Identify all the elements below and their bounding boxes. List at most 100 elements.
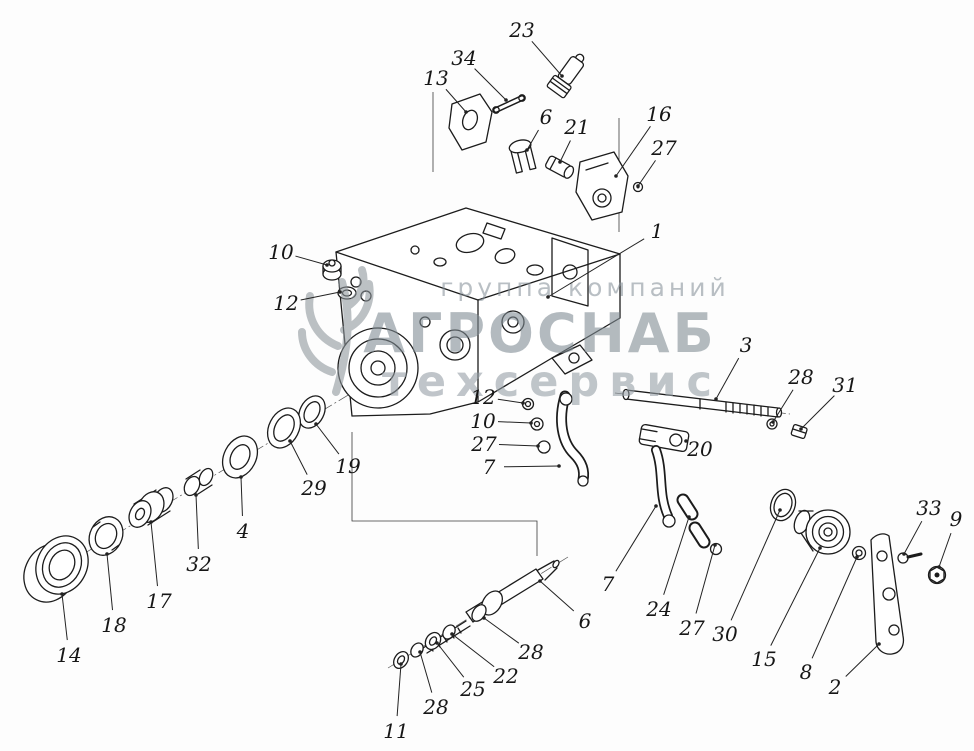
- callout-label: 27: [650, 136, 677, 160]
- callout-leader-dot: [288, 439, 292, 443]
- callout-label: 31: [832, 373, 857, 397]
- part-28-washer-r: [766, 418, 778, 430]
- callout-leader-line: [195, 494, 199, 550]
- part-32-valve: [183, 467, 214, 497]
- part-22-ring: [442, 624, 456, 640]
- callout-label: 27: [470, 432, 497, 456]
- callout-leader-line: [498, 444, 539, 447]
- callout-label: 10: [268, 240, 294, 264]
- part-33-screw: [897, 552, 923, 564]
- part-31-nut: [790, 424, 808, 440]
- callout-leader-line: [483, 617, 520, 644]
- callout-leader-dot: [558, 160, 562, 164]
- part-16-bracket: [575, 151, 629, 221]
- callout-leader-line: [637, 160, 656, 187]
- callout-leader-line: [61, 593, 68, 641]
- callout-leader-line: [526, 129, 539, 151]
- callout-leader-line: [497, 421, 532, 424]
- callout-leader-dot: [557, 464, 561, 468]
- part-2-plate: [870, 533, 905, 655]
- callout-label: 16: [646, 102, 672, 126]
- callout-leader-dot: [60, 592, 64, 596]
- callout-label: 23: [508, 18, 534, 42]
- callout-leader-dot: [482, 616, 486, 620]
- callout-leader-line: [811, 556, 858, 659]
- callout-label: 13: [423, 66, 448, 90]
- callout-leader-line: [531, 40, 563, 77]
- part-18-nut: [88, 516, 124, 556]
- callout-label: 27: [678, 616, 705, 640]
- callout-label: 12: [470, 385, 495, 409]
- callout-label: 3: [740, 333, 753, 357]
- callout-label: 28: [517, 640, 543, 664]
- callout-leader-dot: [525, 148, 529, 152]
- callout-leader-line: [436, 642, 465, 678]
- callout-label: 4: [236, 519, 250, 543]
- callout-label: 8: [800, 660, 813, 684]
- callout-leader-dot: [713, 543, 717, 547]
- callout-leader-line: [503, 465, 560, 468]
- part-6-shaft: [422, 559, 560, 654]
- callout-leader-dot: [399, 662, 403, 666]
- callout-label: 2: [828, 675, 842, 699]
- callout-leader-dot: [536, 444, 540, 448]
- callout-label: 24: [645, 597, 671, 621]
- callout-leader-line: [497, 398, 524, 404]
- part-23-valve: [546, 53, 585, 99]
- callout-leader-dot: [338, 290, 342, 294]
- callout-leader-dot: [654, 504, 658, 508]
- watermark: группа компаний АГРОСНАБ техсервис: [298, 266, 730, 407]
- pump-body: [335, 207, 621, 417]
- callout-leader-line: [240, 476, 243, 517]
- part-3-rod: [622, 388, 783, 418]
- callout-leader-line: [770, 547, 821, 646]
- callout-label: 1: [651, 219, 664, 243]
- callout-label: 28: [787, 365, 813, 389]
- callout-leader-line: [295, 255, 328, 266]
- callout-leader-dot: [614, 174, 618, 178]
- callout-leader-dot: [937, 565, 941, 569]
- callout-leader-dot: [239, 475, 243, 479]
- callout-label: 12: [273, 291, 298, 315]
- callout-leader-line: [615, 126, 651, 177]
- part-7-lever-2: [651, 445, 676, 528]
- callout-label: 10: [470, 409, 496, 433]
- callout-leader-line: [800, 395, 835, 430]
- callout-label: 17: [146, 589, 172, 613]
- callout-leader-line: [445, 88, 467, 113]
- callout-label: 20: [686, 437, 713, 461]
- callout-label: 22: [492, 664, 518, 688]
- callout-leader-line: [938, 532, 952, 568]
- callout-label: 11: [383, 719, 408, 743]
- part-14-cap: [23, 535, 89, 603]
- callout-leader-dot: [314, 422, 318, 426]
- watermark-line3: техсервис: [382, 357, 722, 407]
- part-20-clevis: [638, 423, 690, 453]
- callout-leader-line: [715, 357, 740, 400]
- part-6-fork: [508, 139, 537, 174]
- callout-leader-line: [845, 643, 880, 677]
- callout-label: 9: [950, 507, 963, 531]
- callout-leader-dot: [504, 98, 508, 102]
- callout-leader-dot: [684, 439, 688, 443]
- callout-leader-line: [615, 505, 657, 572]
- callout-leader-dot: [450, 632, 454, 636]
- callout-leader-line: [559, 140, 571, 163]
- part-10-plug-2: [530, 417, 544, 431]
- watermark-line1: группа компаний: [440, 273, 730, 302]
- part-8-washer: [851, 545, 867, 561]
- part-21-pin: [544, 155, 575, 179]
- callout-leader-line: [106, 553, 114, 611]
- callout-leader-line: [419, 651, 433, 693]
- callout-label: 18: [101, 613, 126, 637]
- watermark-logo-icon: [298, 266, 374, 396]
- part-15-fitting: [793, 509, 851, 555]
- callout-leader-line: [903, 520, 923, 555]
- callout-leader-dot: [529, 421, 533, 425]
- callout-leader-dot: [799, 427, 803, 431]
- part-13-bracket: [448, 93, 493, 151]
- callout-leader-dot: [560, 74, 564, 78]
- callout-label: 30: [712, 622, 738, 646]
- callout-leader-line: [396, 663, 402, 717]
